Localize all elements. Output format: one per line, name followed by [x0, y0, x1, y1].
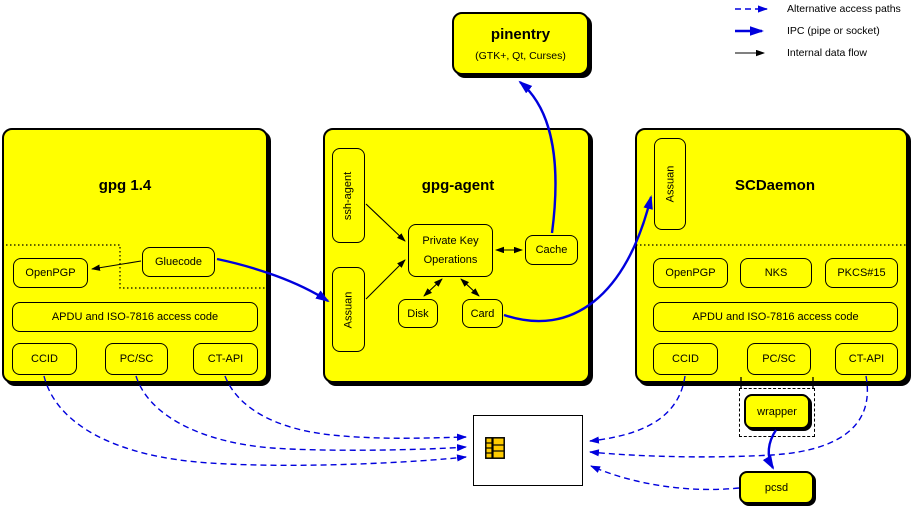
node-gluecode: Gluecode [142, 247, 215, 277]
alt-pcsd-to-card [590, 465, 740, 491]
gpg-agent-title: gpg-agent [421, 177, 495, 194]
legend-label-ipc: IPC (pipe or socket) [787, 25, 880, 37]
node-pcsc-gpg14: PC/SC [105, 343, 168, 375]
node-wrapper: wrapper [744, 394, 810, 429]
node-cache: Cache [525, 235, 578, 265]
alt-gpg14-ccid-to-card [43, 375, 467, 467]
node-pcsd: pcsd [739, 471, 814, 504]
legend-label-internal: Internal data flow [787, 47, 867, 59]
node-ccid-gpg14: CCID [12, 343, 77, 375]
node-ssh-agent: ssh-agent [332, 148, 365, 243]
smartcard-chip-icon [485, 437, 505, 459]
gpg14-title: gpg 1.4 [98, 177, 152, 194]
node-apdu-scdaemon: APDU and ISO-7816 access code [653, 302, 898, 332]
node-private-key-operations: Private Key Operations [408, 224, 493, 277]
smartcard [473, 415, 583, 486]
alt-gpg14-ctapi-to-card [224, 375, 467, 441]
alt-scdaemon-ccid-to-card [589, 375, 686, 444]
node-ctapi-scdaemon: CT-API [835, 343, 898, 375]
node-disk: Disk [398, 299, 438, 328]
node-openpgp: OpenPGP [13, 258, 88, 288]
node-openpgp-scdaemon: OpenPGP [653, 258, 728, 288]
node-ccid-scdaemon: CCID [653, 343, 718, 375]
node-ctapi-gpg14: CT-API [193, 343, 258, 375]
node-assuan-scdaemon: Assuan [654, 138, 686, 230]
legend-label-alternative: Alternative access paths [787, 3, 901, 15]
scdaemon-title: SCDaemon [734, 177, 816, 194]
pinentry-node [452, 12, 589, 75]
node-pkcs15: PKCS#15 [825, 258, 898, 288]
node-assuan-agent: Assuan [332, 267, 365, 352]
node-pcsc-scdaemon: PC/SC [747, 343, 811, 375]
pinentry-title: pinentry [490, 26, 551, 43]
node-card: Card [462, 299, 503, 328]
node-nks: NKS [740, 258, 812, 288]
pinentry-subtitle: (GTK+, Qt, Curses) [475, 50, 566, 62]
alt-scdaemon-ctapi-to-card [589, 375, 868, 458]
alt-gpg14-pcsc-to-card [135, 375, 467, 452]
node-apdu-gpg14: APDU and ISO-7816 access code [12, 302, 258, 332]
